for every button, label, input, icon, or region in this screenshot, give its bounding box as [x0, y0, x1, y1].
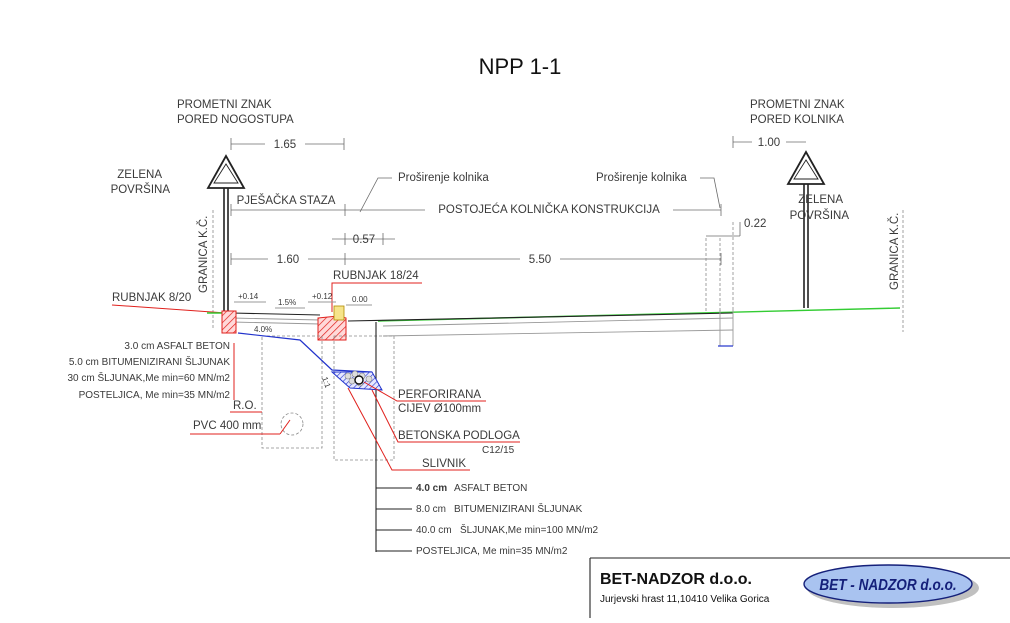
- slivnik-label: SLIVNIK: [422, 458, 466, 470]
- dim-1-65: 1.65: [274, 139, 296, 151]
- layer-left-1: 3.0 cm ASFALT BETON: [124, 341, 230, 352]
- ro-label: R.O.: [233, 400, 257, 412]
- logo-text: BET - NADZOR d.o.o.: [819, 577, 956, 594]
- layer-bottom-4-text: POSTELJICA, Me min=35 MN/m2: [416, 546, 568, 557]
- dim-1-00: 1.00: [758, 137, 780, 149]
- pvc-pipe: [280, 412, 304, 436]
- dim-5-50: 5.50: [529, 254, 551, 266]
- betonska-line1: BETONSKA PODLOGA: [398, 430, 520, 442]
- perforated-pipe: [354, 375, 364, 385]
- rubnjak-8-20-label: RUBNJAK 8/20: [112, 292, 191, 304]
- warning-sign-left-icon: [206, 154, 246, 312]
- sign-right-label-line2: PORED KOLNIKA: [750, 114, 844, 126]
- drawing-title: NPP 1-1: [479, 54, 562, 79]
- prosirenje-left-label: Proširenje kolnika: [398, 172, 489, 184]
- elev-plus-0-14: +0.14: [238, 292, 259, 301]
- zelena-left-line1: ZELENA: [117, 169, 162, 181]
- rubnjak-8-20-shape: [221, 310, 237, 334]
- granica-right: GRANICA K.Č.: [888, 213, 901, 290]
- zelena-right-line2: POVRŠINA: [790, 209, 850, 222]
- zelena-left-line2: POVRŠINA: [111, 183, 171, 196]
- layer-bottom-2-text: BITUMENIZIRANI ŠLJUNAK: [454, 502, 583, 515]
- company-logo: BET - NADZOR d.o.o.: [803, 564, 979, 608]
- layer-bottom-1-text: ASFALT BETON: [454, 483, 527, 494]
- sign-left-label-line2: PORED NOGOSTUPA: [177, 114, 294, 126]
- sign-right-label-line1: PROMETNI ZNAK: [750, 99, 845, 111]
- pjesacka-staza-label: PJEŠAČKA STAZA: [237, 194, 336, 207]
- slope-1-1: 1:1: [320, 376, 332, 390]
- layer-left-4: POSTELJICA, Me min=35 MN/m2: [79, 390, 231, 401]
- sign-left-label-line1: PROMETNI ZNAK: [177, 99, 272, 111]
- dim-1-60: 1.60: [277, 254, 299, 266]
- layer-bottom-1-thk: 4.0 cm: [416, 483, 447, 494]
- pvc-label: PVC 400 mm: [193, 420, 261, 432]
- dim-0-57: 0.57: [353, 234, 375, 246]
- slope-4-0: 4.0%: [254, 325, 272, 334]
- elev-0-00: 0.00: [352, 295, 368, 304]
- rubnjak-18-24-label: RUBNJAK 18/24: [333, 270, 419, 282]
- dim-0-22: 0.22: [744, 218, 766, 230]
- prosirenje-right-label: Proširenje kolnika: [596, 172, 687, 184]
- betonska-line2: C12/15: [482, 445, 515, 456]
- perforirana-line2: CIJEV Ø100mm: [398, 403, 481, 415]
- granica-left: GRANICA K.Č.: [197, 216, 210, 293]
- layer-bottom-2-thk: 8.0 cm: [416, 504, 446, 515]
- company-address: Jurjevski hrast 11,10410 Velika Gorica: [600, 594, 770, 605]
- layer-bottom-3-thk: 40.0 cm: [416, 525, 452, 536]
- elev-plus-0-12: +0.12: [312, 292, 333, 301]
- slope-1-5: 1.5%: [278, 298, 296, 307]
- layer-bottom-3-text: ŠLJUNAK,Me min=100 MN/m2: [460, 523, 599, 536]
- postojeca-konstrukcija-label: POSTOJEĆA KOLNIČKA KONSTRUKCIJA: [438, 203, 660, 216]
- company-name: BET-NADZOR d.o.o.: [600, 571, 752, 588]
- warning-sign-right-icon: [786, 150, 826, 308]
- layer-left-2: 5.0 cm BITUMENIZIRANI ŠLJUNAK: [69, 355, 230, 368]
- zelena-right-line1: ZELENA: [798, 194, 843, 206]
- layer-left-3: 30 cm ŠLJUNAK,Me min=60 MN/m2: [67, 371, 230, 384]
- perforirana-line1: PERFORIRANA: [398, 389, 481, 401]
